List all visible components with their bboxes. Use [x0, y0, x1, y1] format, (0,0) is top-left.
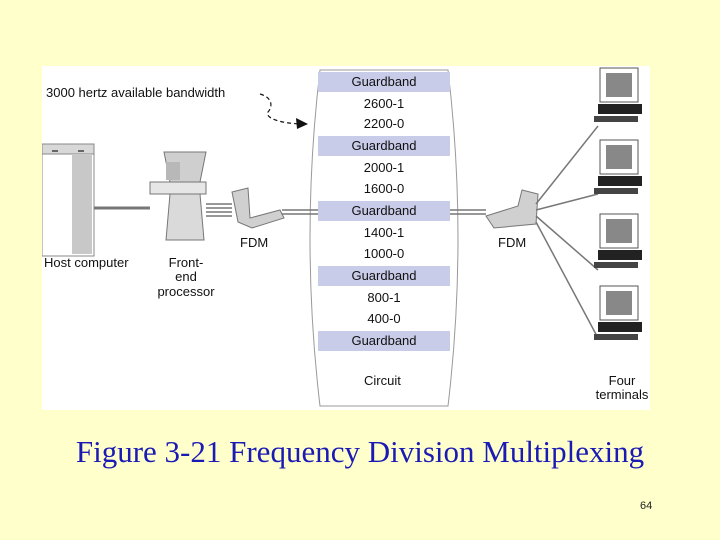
fdm-left-label: FDM [240, 235, 269, 250]
fdm-right-icon [485, 189, 539, 229]
band-row: Guardband [318, 72, 450, 92]
band-row: 2200-0 [363, 116, 405, 131]
page-number: 64 [640, 500, 653, 512]
band-row: 800-1 [367, 290, 401, 305]
terminal-links [535, 125, 599, 339]
terminal-icon-3 [594, 213, 642, 268]
terminal-icon-4 [594, 285, 642, 340]
bandwidth-label: 3000 hertz available bandwidth [46, 85, 226, 100]
figure-caption: Figure 3-21 Frequency Division Multiplex… [75, 434, 645, 469]
fdm-figure: Guardband 2600-1 2200-0 Guardband 2000-1… [42, 66, 650, 410]
fep-label-line: processor [157, 283, 215, 299]
band-row: 1600-0 [363, 181, 405, 196]
front-end-processor-label: Front- end processor [146, 255, 226, 299]
band-row: Guardband [318, 266, 450, 286]
bandwidth-arrowhead [296, 118, 308, 129]
band-row: Guardband [318, 136, 450, 156]
host-computer-icon [42, 143, 95, 257]
terminals-label-line: terminals [595, 387, 649, 403]
front-end-processor-icon [149, 151, 207, 241]
band-row: 1400-1 [363, 225, 405, 240]
band-row: Guardband [318, 201, 450, 221]
fdm-right-label: FDM [498, 235, 527, 250]
terminal-icon-2 [594, 139, 642, 194]
terminal-icon-1 [594, 67, 642, 122]
circuit-label: Circuit [364, 373, 401, 388]
band-row: 2600-1 [363, 96, 405, 111]
terminals-label: Four terminals [594, 373, 650, 403]
fdm-left-icon [231, 187, 285, 229]
circuit-link-lines [282, 209, 486, 215]
fep-label-line: Front- [168, 255, 204, 270]
terminals-label-line: Four [608, 373, 636, 388]
band-row: Guardband [318, 331, 450, 351]
fep-label-line: end [175, 269, 197, 285]
band-row: 1000-0 [363, 246, 405, 261]
fep-to-fdm-links [206, 203, 232, 217]
bandwidth-arrow [259, 93, 305, 125]
host-computer-label: Host computer [44, 255, 129, 270]
band-row: 2000-1 [363, 160, 405, 175]
band-row: 400-0 [367, 311, 401, 326]
